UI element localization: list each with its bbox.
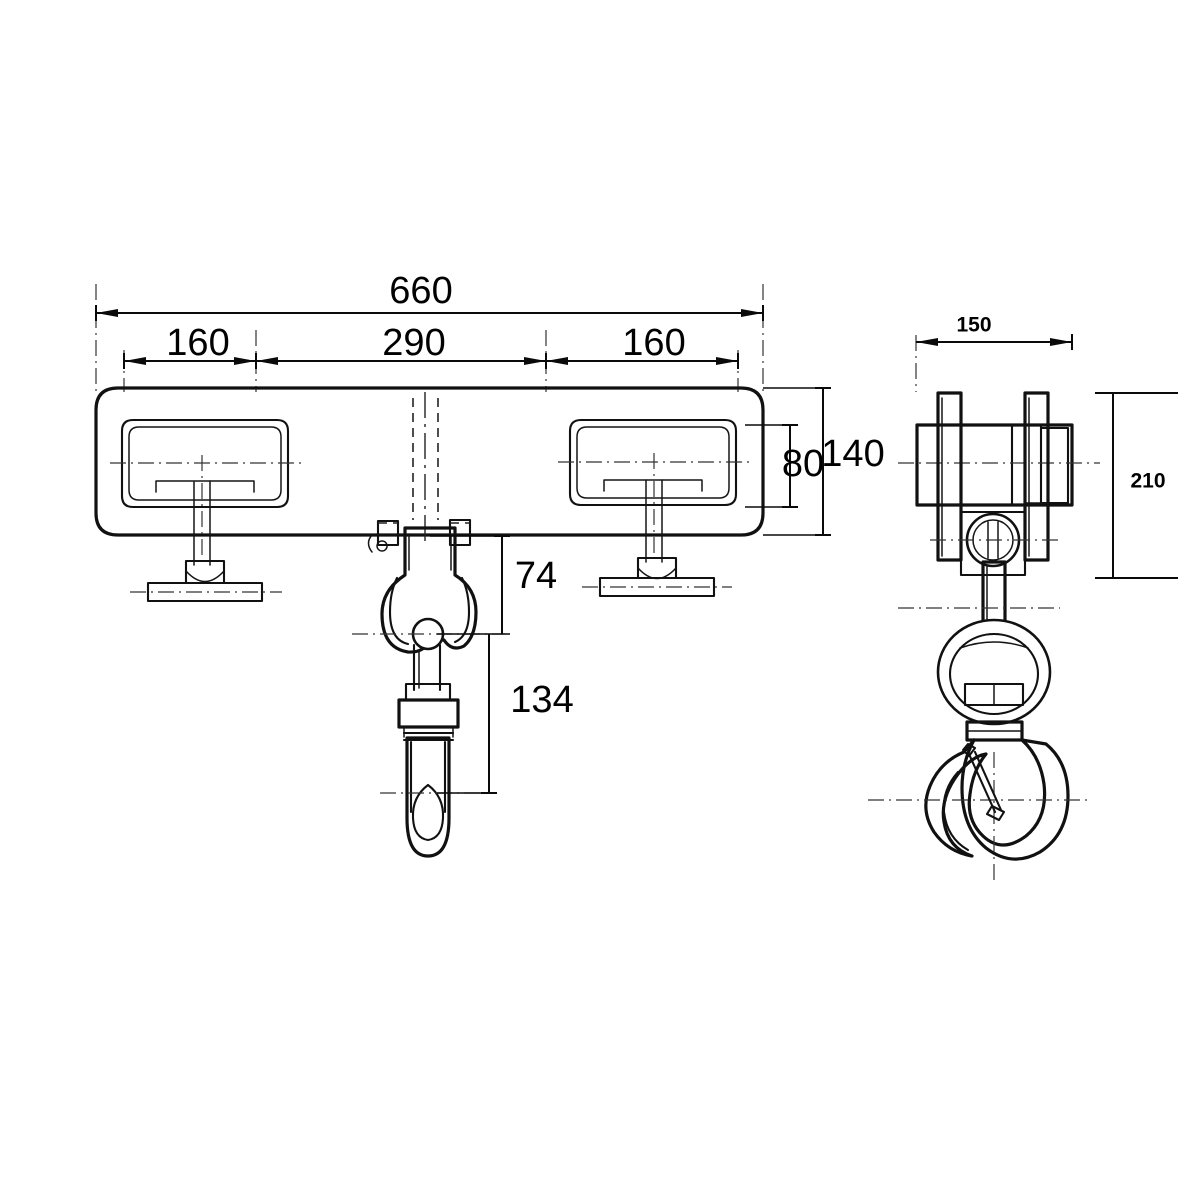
side-view-lifting-hook — [868, 738, 1092, 880]
right-window-slot — [558, 418, 752, 507]
dimension-150: 150 — [915, 314, 1073, 392]
dimension-134: 134 — [437, 634, 574, 794]
beam-body-outline — [94, 386, 765, 537]
right-suspension-bolt — [582, 453, 732, 598]
front-view-group: 660 160 290 160 — [94, 270, 885, 858]
dimension-label-210: 210 — [1130, 470, 1165, 493]
side-view-group: 150 210 — [868, 314, 1178, 880]
dimension-210: 210 — [1095, 392, 1178, 579]
side-view-swivel-eye — [936, 618, 1052, 726]
dimension-label-290: 290 — [382, 322, 445, 364]
dimension-label-140: 140 — [821, 433, 884, 475]
center-clevis-assembly — [352, 392, 505, 858]
left-window-slot — [110, 418, 305, 509]
dimension-80: 80 — [745, 424, 824, 508]
dimension-label-160-right: 160 — [622, 322, 685, 364]
dimension-label-80: 80 — [782, 443, 824, 485]
dimension-label-660: 660 — [389, 270, 452, 312]
dimension-label-74: 74 — [515, 555, 557, 597]
dimension-140: 140 — [763, 387, 885, 536]
dimension-chain-160-290-160: 160 290 160 — [123, 322, 739, 369]
side-view-swivel-plate — [930, 510, 1060, 577]
dimension-label-160-left: 160 — [166, 322, 229, 364]
side-view-body — [898, 423, 1100, 507]
left-suspension-bolt — [130, 455, 282, 603]
dimension-label-150: 150 — [956, 314, 991, 337]
dimension-660: 660 — [95, 270, 764, 321]
dimension-label-134: 134 — [510, 679, 573, 721]
dimension-74: 74 — [430, 535, 557, 635]
